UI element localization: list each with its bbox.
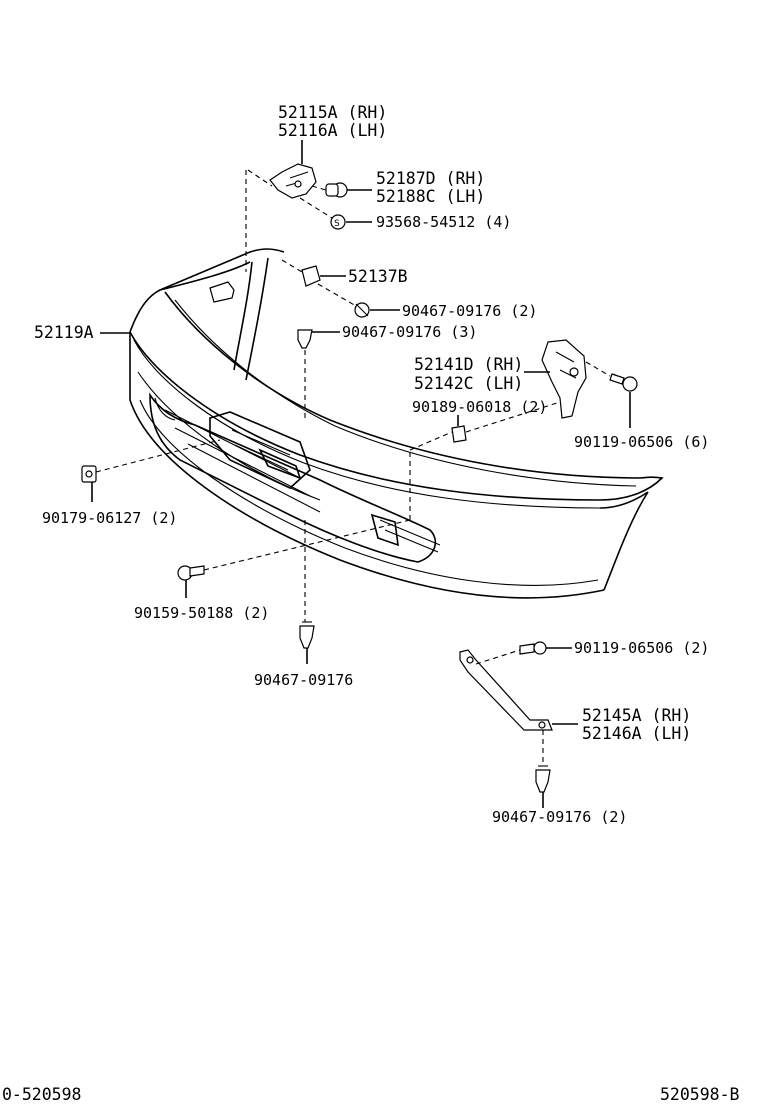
clip-90467-mid: [297, 329, 340, 349]
bolt-90119-lower: [519, 641, 572, 655]
assembly-lines: [95, 169, 611, 766]
footer-right-code: 520598-B: [660, 1085, 740, 1104]
label-52187D: 52187D (RH): [376, 169, 485, 188]
screw-90159: [177, 565, 205, 598]
clip-90467-upper: [354, 302, 400, 318]
label-52116A: 52116A (LH): [278, 121, 387, 140]
label-52188C: 52188C (LH): [376, 187, 485, 206]
footer-left-code: 0-520598: [2, 1085, 81, 1104]
label-90467-bottom: 90467-09176 (2): [492, 808, 627, 826]
label-93568: 93568-54512 (4): [376, 213, 511, 231]
label-90179: 90179-06127 (2): [42, 509, 177, 527]
bolt-90119-upper: [609, 373, 638, 428]
svg-text:S: S: [334, 219, 340, 229]
label-90159: 90159-50188 (2): [134, 604, 269, 622]
label-52141D: 52141D (RH): [414, 355, 523, 374]
washer-93568: S: [330, 214, 372, 230]
plug-52187D: [325, 182, 372, 198]
label-52137B: 52137B: [348, 267, 408, 286]
label-52142C: 52142C (LH): [414, 374, 523, 393]
label-90467-upper: 90467-09176 (2): [402, 302, 537, 320]
nut-90179: [81, 465, 97, 502]
label-52119A: 52119A: [34, 323, 94, 342]
label-52146A: 52146A (LH): [582, 724, 691, 743]
label-52115A: 52115A (RH): [278, 103, 387, 122]
clip-52137B: [301, 265, 346, 287]
lower-stay-52145A: [459, 649, 578, 731]
label-90189: 90189-06018 (2): [412, 398, 547, 416]
label-90119-lower: 90119-06506 (2): [574, 639, 709, 657]
clip-90467-lower: [299, 621, 315, 664]
bumper-cover-52119A: [129, 248, 664, 599]
retainer-bracket-52115A: [269, 140, 317, 199]
label-90467-mid: 90467-09176 (3): [342, 323, 477, 341]
label-90467-lower: 90467-09176: [254, 671, 353, 689]
nut-90189: [451, 415, 467, 443]
clip-90467-bottom: [535, 765, 551, 808]
label-90119-upper: 90119-06506 (6): [574, 433, 709, 451]
label-52145A: 52145A (RH): [582, 706, 691, 725]
side-bracket-52141D: [524, 339, 587, 419]
